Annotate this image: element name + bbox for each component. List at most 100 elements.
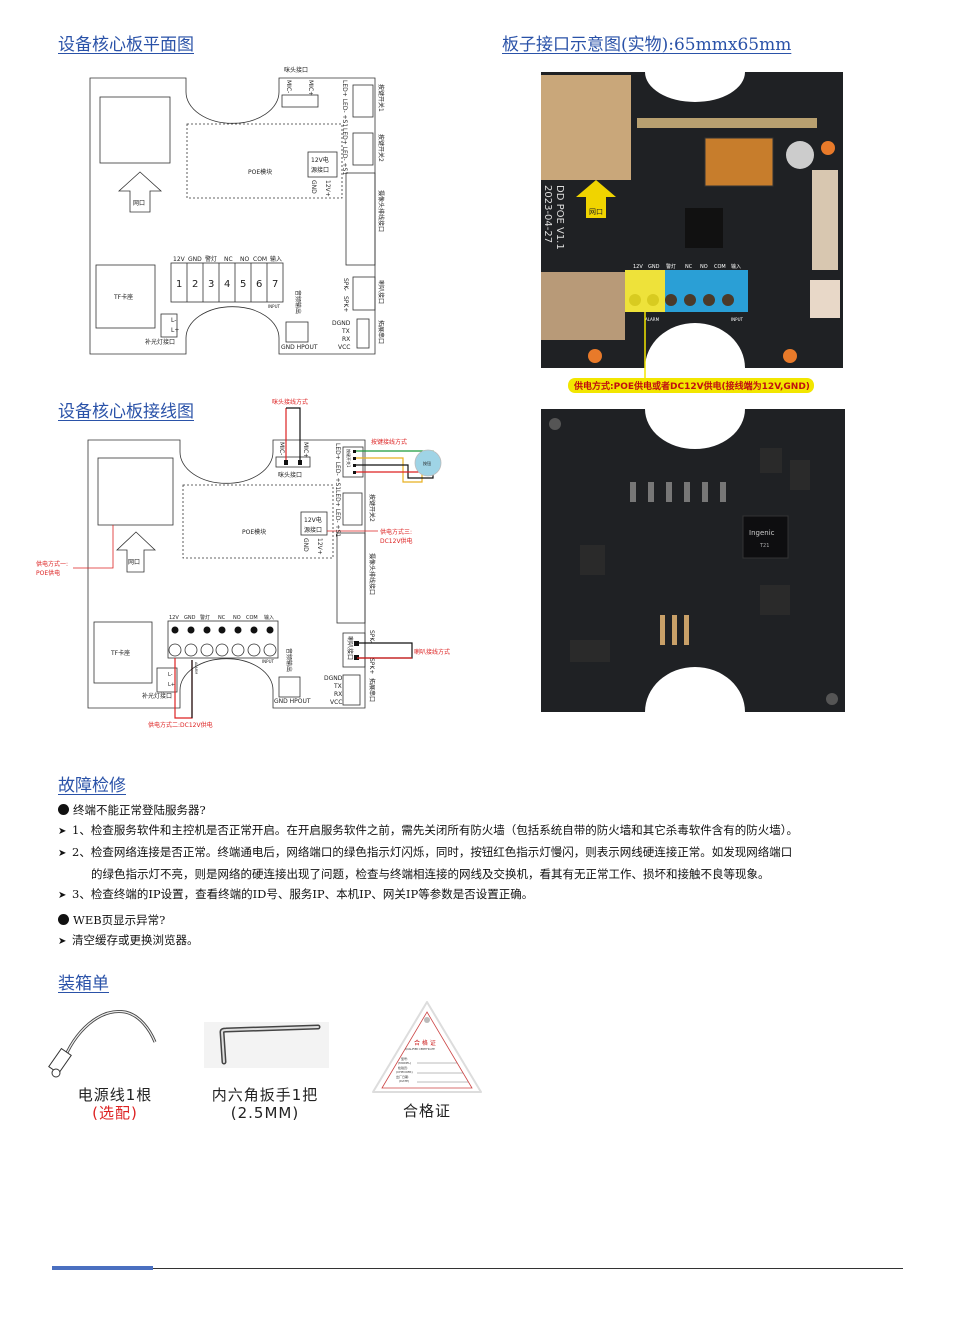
mount-hole xyxy=(821,141,835,155)
power-12v-port xyxy=(300,511,328,536)
chip-model: T21 xyxy=(759,543,769,549)
terminal-label: NO xyxy=(233,615,241,621)
power1-label-2: POE供电 xyxy=(36,569,60,577)
button2-label: 按键开关2 xyxy=(377,134,385,162)
terminal-label: COM xyxy=(714,264,726,270)
plan-diagram xyxy=(89,77,376,355)
pads xyxy=(660,615,689,645)
mic-wiring-label: 咪头接线方式 xyxy=(272,398,308,406)
packing-item-certificate: 合格证 xyxy=(402,1102,451,1120)
serial-connector xyxy=(356,318,370,349)
rj45-block xyxy=(99,96,171,164)
audio-out-label: 音频输出 xyxy=(285,648,293,672)
power-label-2: 源接口 xyxy=(304,526,322,534)
arrow-icon: ➤ xyxy=(58,826,67,837)
power-12v-port xyxy=(307,151,338,178)
terminal-label: 输入 xyxy=(264,614,274,621)
led2-label: LED+ LED- +S1 xyxy=(334,490,341,537)
power-label-1: 12V电 xyxy=(304,516,322,524)
cert-date: 出厂日期: xyxy=(396,1074,409,1079)
mic-minus-label: MIC- xyxy=(278,442,285,455)
l-minus-label: L- xyxy=(171,317,176,324)
alarm-label: ALARM xyxy=(194,662,198,674)
terminal-label: NC xyxy=(218,615,226,621)
mic-port-label: 咪头接口 xyxy=(284,66,308,74)
spk-minus-label: SPK- xyxy=(368,630,375,643)
button2-connector xyxy=(342,492,363,526)
spk-plus-label: SPK+ xyxy=(368,658,375,674)
terminal-label: COM xyxy=(253,256,267,263)
power-note-badge xyxy=(568,378,814,393)
packing-item-hexkey: 内六角扳手1把 (2.5MM) xyxy=(211,1086,319,1122)
mount-hole xyxy=(549,418,561,430)
input-label: INPUT xyxy=(268,304,281,309)
serial-label: 拓展串口 xyxy=(368,678,376,702)
terminal-number: 2 xyxy=(192,279,198,290)
power2-wire-red xyxy=(174,658,193,719)
fill-light-label: 补光灯接口 xyxy=(142,692,172,700)
mic-connector xyxy=(275,456,311,468)
led1-label: LED+ LED- +S1 xyxy=(334,443,341,490)
wiring-labels: 咪头接线方式 按键接线方式 按钮 按键开关1 供电方式三: DC12V供电 供电… xyxy=(36,398,450,729)
answer-2: ➤2、检查网络连接是否正常。终端通电后，网络端口的绿色指示灯闪烁，同时，按钮红色… xyxy=(58,842,798,864)
cert-title: 合 格 证 xyxy=(414,1039,436,1047)
footer-accent xyxy=(52,1266,153,1270)
terminal-number: 1 xyxy=(176,279,182,290)
answer-3: ➤3、检查终端的IP设置，查看终端的ID号、服务IP、本机IP、网关IP等参数是… xyxy=(58,884,798,906)
serial-connector xyxy=(342,674,361,706)
power3-label-2: DC12V供电 xyxy=(380,537,413,545)
wiring-title: 设备核心板接线图 xyxy=(58,402,194,422)
terminal-label: 警灯 xyxy=(200,614,210,621)
camera-label: 摄像头排线接口 xyxy=(368,553,376,595)
terminal-holes xyxy=(171,450,359,660)
rj45-block xyxy=(97,457,174,526)
v12-label: 12V+ xyxy=(316,538,323,555)
gnd-hpout-label: GND HPOUT xyxy=(274,698,311,705)
board-outline xyxy=(89,77,376,355)
terminal-screws xyxy=(168,643,277,657)
terminal-number: 3 xyxy=(208,279,214,290)
terminal-block xyxy=(170,262,284,303)
cert-model: 型号: xyxy=(401,1056,408,1061)
terminal-label: COM xyxy=(246,615,258,621)
fill-light-label: 补光灯接口 xyxy=(145,338,175,346)
button1-connector xyxy=(352,84,374,118)
terminal-number: 6 xyxy=(256,279,262,290)
button-label: 按钮 xyxy=(423,460,431,466)
serial-label: 拓展串口 xyxy=(377,320,385,344)
troubleshoot-section: 终端不能正常登陆服务器? ➤1、检查服务软件和主控机是否正常开启。在开启服务软件… xyxy=(58,800,798,952)
poe-module xyxy=(182,484,334,559)
button-port-label: 按键开关1 xyxy=(346,449,352,468)
plan-labels: 咪头接口 MIC- MIC+ LED+ LED- +S1 LED+ LED- +… xyxy=(113,66,385,351)
button1-label: 按键开关1 xyxy=(377,84,385,112)
input-label: INPUT xyxy=(262,659,275,664)
soc-chip xyxy=(742,515,789,559)
header-pins xyxy=(630,482,726,502)
tf-slot xyxy=(93,621,153,684)
terminal-labels-photo: 12V GND 警灯 NC NO COM 输入 ALARM INPUT xyxy=(633,263,744,322)
led2-label: LED+ LED- +S1 xyxy=(341,128,348,175)
pcb-photo-bottom: Ingenic T21 xyxy=(541,409,845,712)
terminal-label: 12V xyxy=(173,256,186,263)
terminal-label: GND xyxy=(648,264,660,270)
power3-label: 供电方式三: xyxy=(380,528,412,536)
terminal-block xyxy=(167,620,279,659)
led1-label: LED+ LED- +S1 xyxy=(341,80,348,127)
serial-pin-label: VCC xyxy=(330,699,342,706)
answer-2-cont: 的绿色指示灯不亮，则是网络的硬连接出现了问题，检查与终端相连接的网线及交换机，看… xyxy=(91,867,770,881)
capacitor xyxy=(786,141,814,169)
button2-connector xyxy=(352,132,374,166)
certificate-image: 合 格 证 QUALIFIED CERTIFICATE 型号: (MODEL) … xyxy=(372,1001,482,1093)
hex-key-image xyxy=(204,1022,329,1068)
speaker-connector xyxy=(342,632,366,668)
cert-model-en: (MODEL) xyxy=(398,1061,411,1065)
arrow-icon: ➤ xyxy=(58,936,67,947)
serial-pin-label: TX xyxy=(333,683,342,690)
terminal-screws-photo xyxy=(629,294,734,306)
net-arrow xyxy=(115,531,157,573)
terminal-label: NC xyxy=(685,264,693,270)
cert-checker: 检验员: xyxy=(398,1065,408,1070)
packing-item-cable: 电源线1根 (选配) xyxy=(77,1086,153,1122)
components xyxy=(570,448,810,662)
